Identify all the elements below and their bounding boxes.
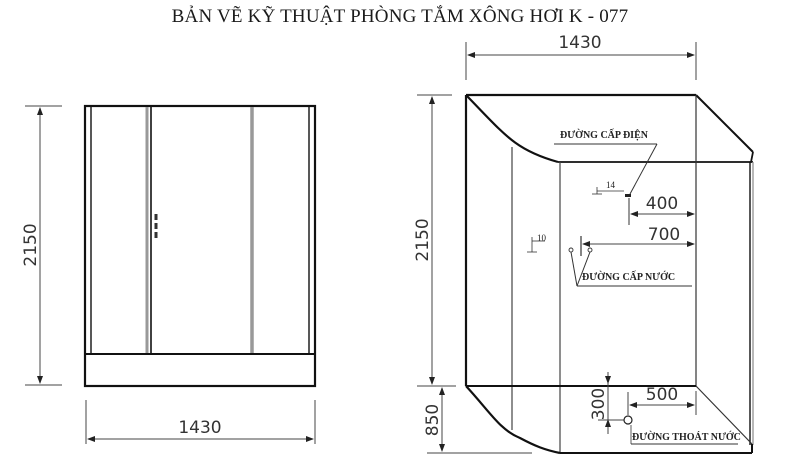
drain-offset-dimension: 500 xyxy=(646,385,678,405)
electric-line-annotation: ĐƯỜNG CẤP ĐIỆN 14 400 xyxy=(554,128,695,225)
electric-diameter-label: 14 xyxy=(606,180,616,190)
water-supply-annotation: 700 ĐƯỜNG CẤP NƯỚC 10 xyxy=(527,225,695,287)
side-width-dimension: 1430 xyxy=(558,33,601,53)
front-width-dimension: 1430 xyxy=(178,418,221,438)
drawing-title: BẢN VẼ KỸ THUẬT PHÒNG TẮM XÔNG HƠI K - 0… xyxy=(171,6,629,27)
side-view: 1430 2150 850 ĐƯỜNG CẤP ĐIỆN xyxy=(413,33,754,455)
front-height-dimension: 2150 xyxy=(21,223,41,266)
electric-outlet-icon xyxy=(625,194,631,197)
front-view: 2150 1430 xyxy=(21,104,317,444)
side-height-dimension: 2150 xyxy=(413,218,433,261)
water-diameter-label: 10 xyxy=(537,233,547,243)
drain-label: ĐƯỜNG THOÁT NƯỚC xyxy=(632,431,741,443)
drain-outlet-icon xyxy=(623,415,633,425)
drain-height-dimension: 300 xyxy=(589,388,609,420)
water-supply-label: ĐƯỜNG CẤP NƯỚC xyxy=(582,270,675,283)
door-handle-icon xyxy=(154,214,158,238)
drain-annotation: 300 500 ĐƯỜNG THOÁT NƯỚC xyxy=(589,372,741,445)
base-height-dimension: 850 xyxy=(423,404,443,436)
water-offset-dimension: 700 xyxy=(648,225,680,245)
electric-line-label: ĐƯỜNG CẤP ĐIỆN xyxy=(560,128,649,141)
electric-offset-dimension: 400 xyxy=(646,194,678,214)
